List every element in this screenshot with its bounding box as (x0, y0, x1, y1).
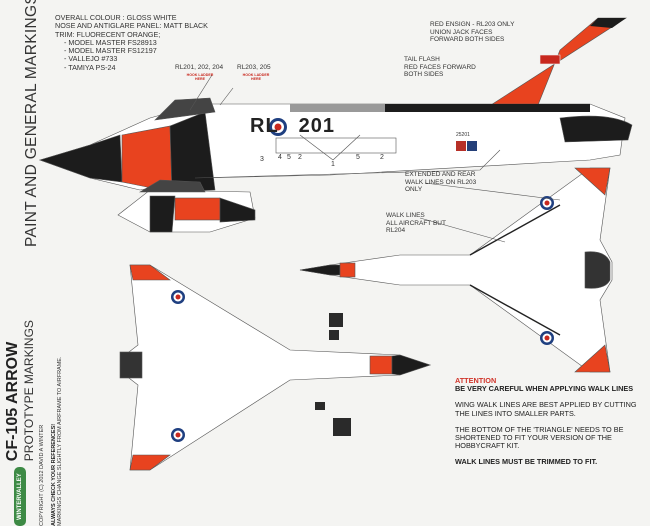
paint-item: - VALLEJO #733 (64, 54, 118, 64)
code-letters: RL (250, 115, 279, 137)
product-title: CF-105 ARROW (4, 341, 21, 462)
attention-subheading: BE VERY CAREFUL WHEN APPLYING WALK LINES (455, 384, 634, 394)
callout-line: TAIL FLASH (404, 56, 440, 63)
serial-number: 201 (298, 115, 336, 137)
aircraft-drawings (39, 17, 633, 471)
stencil-number: 5 (287, 154, 291, 161)
callout-rl201: RL201, 202, 204 (175, 64, 224, 71)
callout-line: EXTENDED AND REAR (405, 171, 476, 178)
attention-heading: ATTENTION (455, 376, 497, 385)
callout-line: BOTH SIDES (404, 71, 444, 78)
callout-line: UNION JACK FACES (430, 28, 493, 36)
callout-line: RED FACES FORWARD (404, 63, 476, 71)
branding-block: WINTERVALLEY CF-105 ARROW PROTOTYPE MARK… (4, 286, 104, 526)
bottom-view (119, 264, 431, 471)
callout-line: RL204 (386, 227, 406, 234)
stencil-number: 2 (298, 154, 302, 161)
paint-item: - TAMIYA PS-24 (64, 62, 116, 72)
callout-ensign: RED ENSIGN - RL203 ONLY UNION JACK FACES… (430, 21, 514, 44)
paint-item: - MODEL MASTER FS28913 (64, 37, 157, 47)
tail-serial: 25201 (456, 132, 470, 138)
callout-rl203-sub: HOOK LADDER HERE (242, 73, 270, 81)
attention-paragraph: WING WALK LINES ARE BEST APPLIED BY CUTT… (455, 400, 637, 418)
cockpit-detail (117, 179, 256, 233)
copyright: COPYRIGHT (C) 2012 DAVID A WINTER (39, 424, 45, 526)
note-line: NOSE AND ANTIGLARE PANEL: MATT BLACK (55, 21, 208, 31)
callout-line: RED ENSIGN - RL203 ONLY (430, 21, 515, 28)
logo-text: WINTERVALLEY (17, 473, 23, 520)
callout-line: WALK LINES (386, 212, 425, 219)
callout-extended-walk-lines: EXTENDED AND REAR WALK LINES ON RL203 ON… (405, 171, 476, 194)
spare-decal-squares (315, 313, 351, 436)
callout-line: FORWARD BOTH SIDES (430, 36, 505, 43)
callout-walk-lines: WALK LINES ALL AIRCRAFT BUT RL204 (386, 212, 446, 235)
attention-block: ATTENTION BE VERY CAREFUL WHEN APPLYING … (455, 376, 645, 475)
callout-line: ALL AIRCRAFT BUT (386, 219, 446, 227)
warning-line: MARKINGS CHANGE SLIGHTLY FROM AIRFRAME T… (57, 356, 63, 526)
top-view (299, 167, 613, 373)
callout-rl203: RL203, 205 (237, 64, 271, 71)
brand-logo: WINTERVALLEY (14, 467, 26, 526)
paint-item: - MODEL MASTER FS12197 (64, 46, 157, 56)
side-view (39, 17, 633, 193)
callout-rl201-sub: HOOK LADDER HERE (186, 73, 214, 81)
callout-line: WALK LINES ON RL203 (405, 178, 477, 186)
stencil-number: 1 (331, 161, 335, 168)
stencil-number: 2 (380, 154, 384, 161)
callout-tailflash: TAIL FLASH RED FACES FORWARD BOTH SIDES (404, 56, 476, 79)
attention-paragraph: WALK LINES MUST BE TRIMMED TO FIT. (455, 457, 598, 467)
callout-line: ONLY (405, 186, 423, 193)
note-line: OVERALL COLOUR : GLOSS WHITE (55, 13, 177, 22)
paint-notes: OVERALL COLOUR : GLOSS WHITE NOSE AND AN… (55, 13, 208, 72)
note-line: TRIM: FLUORECENT ORANGE; (55, 29, 161, 39)
stencil-number: 3 (260, 156, 264, 163)
stencil-number: 4 (278, 154, 282, 161)
product-subtitle: PROTOTYPE MARKINGS (22, 320, 36, 462)
attention-paragraph: THE BOTTOM OF THE 'TRIANGLE' NEEDS TO BE… (455, 424, 624, 451)
aircraft-code: RL 201 (250, 115, 335, 138)
stencil-number: 5 (356, 154, 360, 161)
